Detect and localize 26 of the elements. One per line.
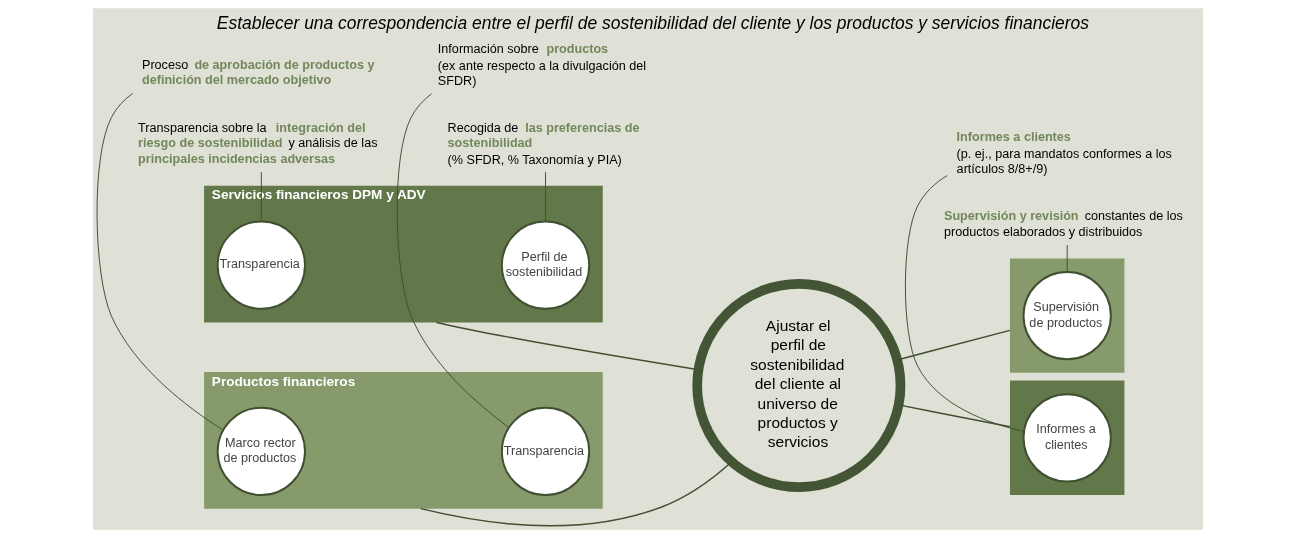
node-text: Recogida de las preferencias de sostenibilidad (% SFDR, % Taxonomía y PIA) (447, 120, 639, 167)
node-text: Supervisión y revisión constantes de los productos elaborados y distribuidos (943, 208, 1183, 240)
node-circle: Transparencia (216, 220, 306, 310)
node-circle: Ajustar el perfil de sostenibilidad del cliente al universo de productos y servicios (691, 278, 905, 492)
connector (904, 175, 1024, 432)
connector (396, 93, 509, 428)
node-text: Transparencia sobre la integración del riesgo de sostenibilidad y análisis de las principales incidencias adversas (137, 120, 377, 166)
node-text: Informes a clientes (p. ej., para mandatos conformes a los artículos 8/8+/9) (956, 130, 1172, 177)
connector (895, 329, 1011, 361)
node-circle: Informes a clientes (1022, 393, 1112, 483)
connector (897, 404, 1011, 428)
node-text: Información sobre productos (ex ante respecto a la divulgación del SFDR) (437, 42, 646, 89)
node-text: Proceso de aprobación de productos y definición del mercado objetivo (141, 57, 374, 88)
cluster (1009, 258, 1124, 373)
cluster (1009, 380, 1124, 496)
connector (419, 461, 732, 527)
connector (96, 93, 224, 431)
connector (435, 321, 699, 371)
connector (260, 171, 262, 222)
node-circle: Transparencia (500, 406, 590, 497)
node-circle: Marco rector de productos (216, 406, 306, 497)
diagram-title: Establecer una correspondencia entre el perfil de sostenibilidad del cliente y los productos y servicios financieros (216, 12, 1089, 33)
connector (544, 171, 546, 222)
node-circle: Supervisión de productos (1022, 271, 1112, 361)
connector (1066, 244, 1068, 273)
node-circle: Perfil de sostenibilidad (500, 220, 590, 310)
